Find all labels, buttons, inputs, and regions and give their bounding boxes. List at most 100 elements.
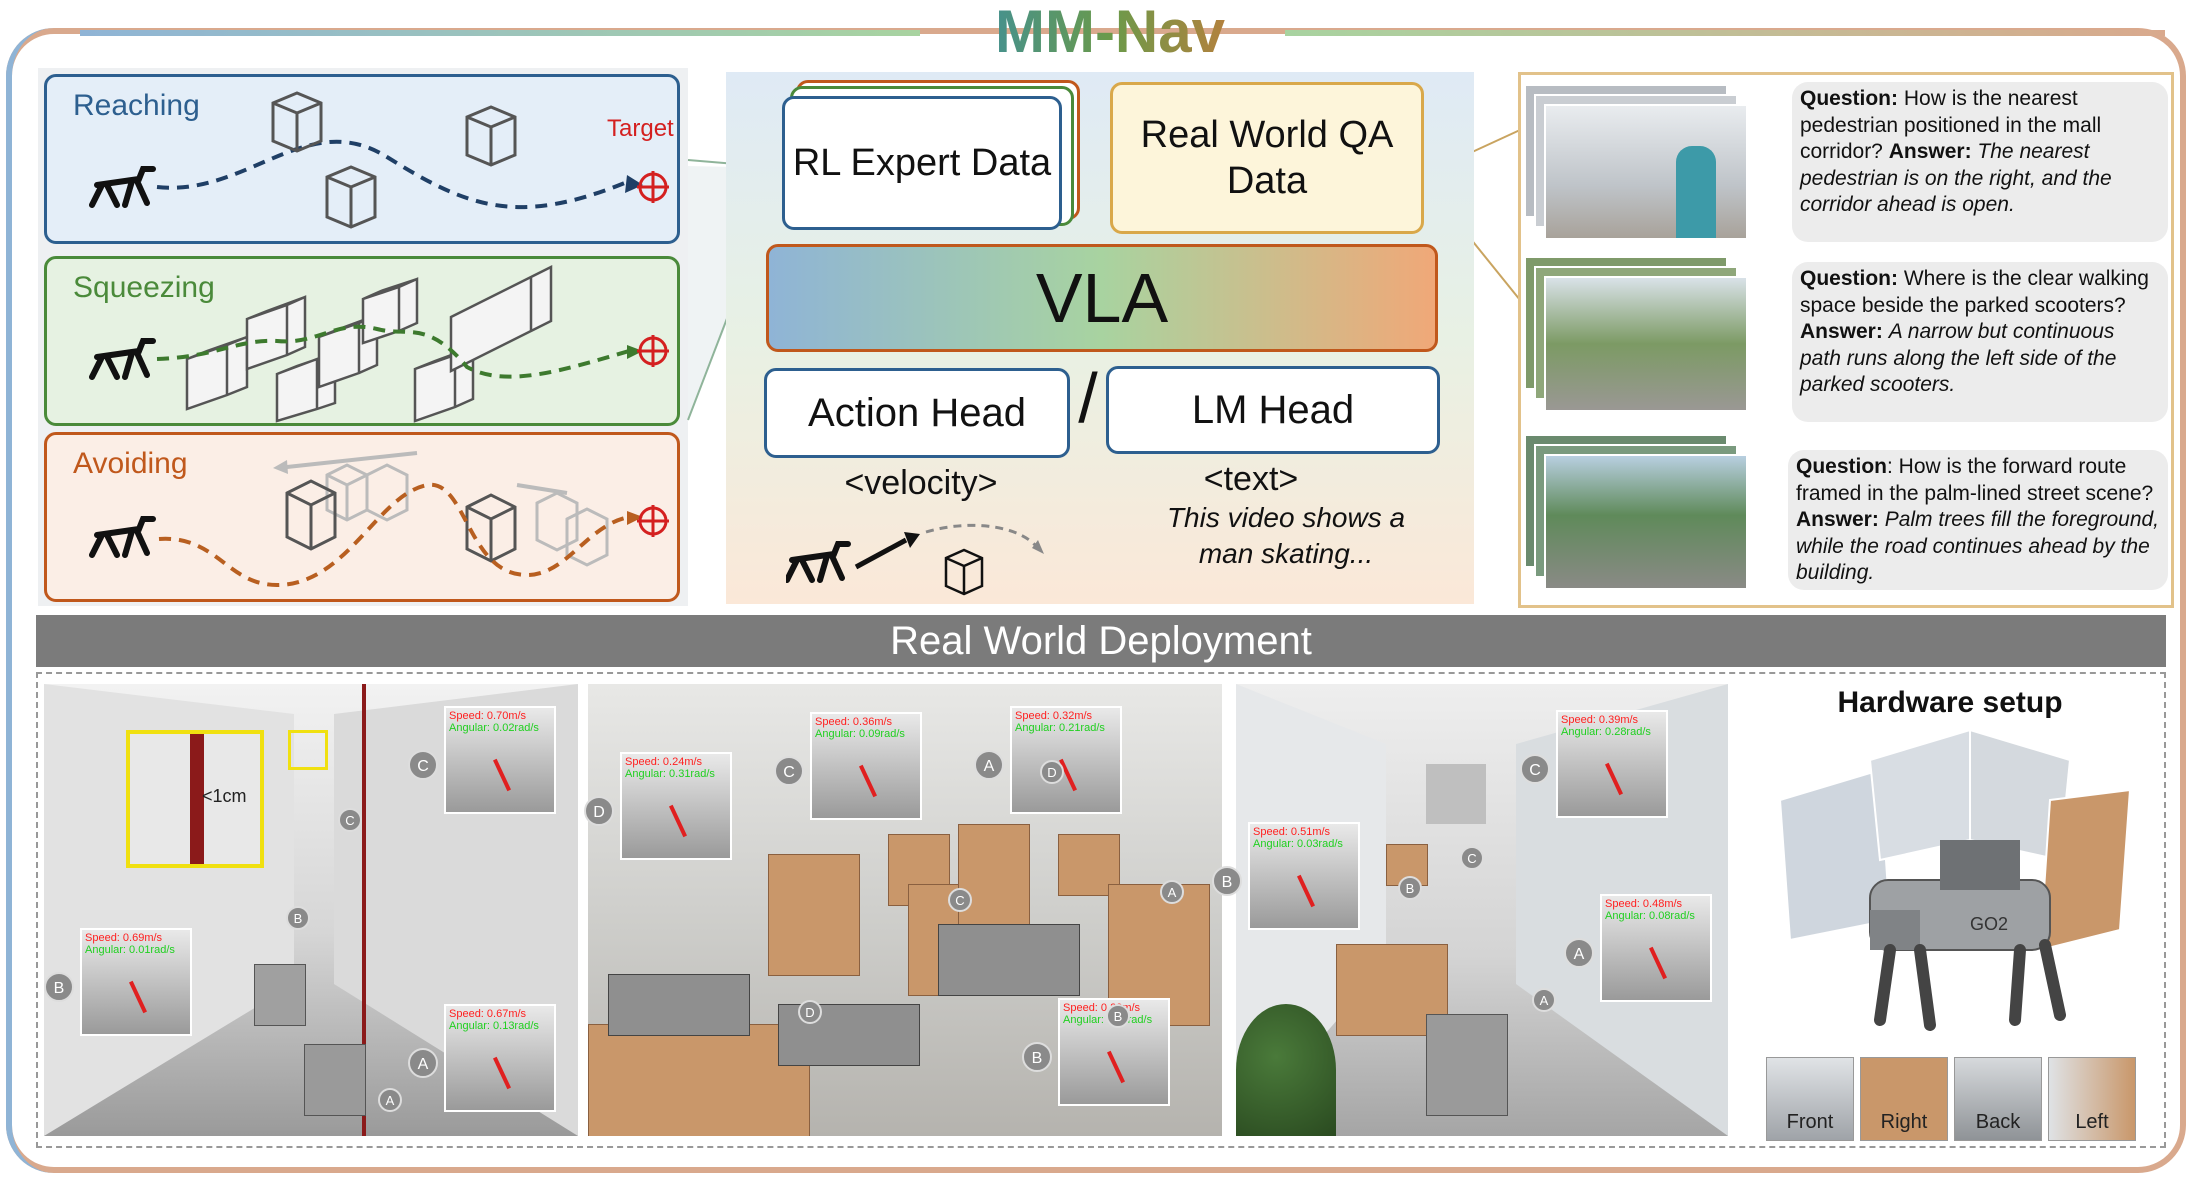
task-avoiding-box: Avoiding <box>44 432 680 602</box>
velocity-arrow-icon <box>854 537 908 570</box>
scene-marker: B <box>1398 876 1422 900</box>
head-separator: / <box>1078 359 1098 437</box>
inset-angular: Angular: 0.31rad/s <box>625 768 715 780</box>
squeezing-path <box>156 324 630 379</box>
scene-marker: B <box>286 906 310 930</box>
qa-item-1: Question: How is the nearest pedestrian … <box>1792 82 2168 242</box>
robot-dog-body: GO2 <box>1869 840 2066 1031</box>
heading-arrow-icon <box>859 764 877 798</box>
qa-question-label: Question: <box>1800 87 1898 110</box>
qa-answer: Palm trees fill the foreground, while th… <box>1796 508 2160 584</box>
scene-marker: C <box>338 808 362 832</box>
view-label-back: Back <box>1975 1111 2021 1133</box>
inset-angular: Angular: 0.28rad/s <box>1561 726 1651 738</box>
action-head-card: Action Head <box>764 368 1070 458</box>
rl-expert-data-card: RL Expert Data <box>782 96 1062 230</box>
scene-marker: C <box>948 888 972 912</box>
avoiding-illustration <box>89 451 669 588</box>
cube-icon <box>271 91 517 229</box>
target-crosshair-icon <box>637 335 669 367</box>
qa-question-label: Question: <box>1800 267 1898 290</box>
inset-speed: Speed: 0.48m/s <box>1605 898 1683 910</box>
outer-frame-left-edge <box>6 28 66 1173</box>
qa-question: : How is the forward route framed in the… <box>1796 455 2154 505</box>
gap-label: <1cm <box>202 786 247 806</box>
inset-angular: Angular: 0.02rad/s <box>449 722 539 734</box>
inset-angular: Angular: 0.03rad/s <box>1253 838 1343 850</box>
robot-dog <box>254 964 306 1026</box>
task-avoiding-label: Avoiding <box>73 447 188 480</box>
scene-marker: A <box>1532 988 1556 1012</box>
obstacle-motion-arrow <box>286 451 418 469</box>
title-rule-right <box>1285 30 2165 36</box>
inset-marker: B <box>1212 866 1242 896</box>
inset-marker: C <box>1520 754 1550 784</box>
qa-data-card: Real World QA Data <box>1110 82 1424 234</box>
caption-example: This video shows a man skating... <box>1166 502 1406 569</box>
heading-arrow-icon <box>1107 1050 1125 1084</box>
robot-dog-icon <box>786 541 851 583</box>
inset-angular: Angular: 0.21rad/s <box>1015 722 1105 734</box>
inset-speed: Speed: 0.51m/s <box>1253 826 1331 838</box>
qa-answer-label: Answer: <box>1796 508 1879 531</box>
lm-head-card: LM Head <box>1106 366 1440 454</box>
inset-speed: Speed: 0.39m/s <box>1561 714 1639 726</box>
avoiding-path <box>158 482 630 588</box>
heading-arrow-icon <box>493 758 511 792</box>
reaching-path <box>156 139 628 209</box>
robot-dog <box>304 1044 366 1116</box>
view-label-front: Front <box>1786 1111 1834 1133</box>
inset-marker: B <box>44 972 74 1002</box>
robot-dog <box>608 974 750 1036</box>
zoom-box: <1cm <box>126 730 264 868</box>
qa-frames-scooters <box>1524 256 1750 416</box>
vla-block: VLA <box>766 244 1438 352</box>
heading-arrow-icon <box>493 1056 511 1090</box>
qa-question: Where is the clear walking space beside … <box>1800 267 2149 317</box>
qa-question-label: Question <box>1796 455 1888 478</box>
qa-answer-label: Answer: <box>1800 320 1883 343</box>
camera-view-right <box>2038 788 2132 952</box>
qa-answer: A narrow but continuous path runs along … <box>1800 320 2117 396</box>
inset-speed: Speed: 0.36m/s <box>815 716 893 728</box>
cardboard-box <box>958 824 1030 926</box>
inset-marker: B <box>1022 1042 1052 1072</box>
robot-dog-icon <box>89 166 156 208</box>
cube-icon <box>285 479 517 563</box>
deployment-title: Real World Deployment <box>36 615 2166 667</box>
velocity-illustration <box>786 523 1044 596</box>
obstacle-boxes <box>185 264 553 423</box>
target-crosshair-icon <box>637 171 669 203</box>
inset-speed: Speed: 0.24m/s <box>625 756 703 768</box>
inset-angular: Angular: 0.08rad/s <box>1605 910 1695 922</box>
robot-dog <box>1426 1014 1508 1116</box>
inset-marker: D <box>584 796 614 826</box>
scene-marker: A <box>1160 880 1184 904</box>
reaching-illustration <box>89 91 669 229</box>
scene-marker: A <box>378 1088 402 1112</box>
inset-speed: Speed: 0.70m/s <box>449 710 527 722</box>
heading-arrow-icon <box>1297 874 1315 908</box>
heading-arrow-icon <box>669 804 687 838</box>
figure-title: MM-Nav <box>960 0 1260 64</box>
qa-answer: The nearest pedestrian is on the right, … <box>1800 140 2112 216</box>
task-reaching-label: Reaching <box>73 89 200 122</box>
task-squeezing-label: Squeezing <box>73 271 215 304</box>
inset-marker: A <box>974 750 1004 780</box>
text-token: <text> <box>1203 460 1299 498</box>
inset-angular: Angular: 0.13rad/s <box>449 1020 539 1032</box>
scene-marker: B <box>1106 1004 1130 1028</box>
robot-dog <box>938 924 1080 996</box>
inset-marker: A <box>1564 938 1594 968</box>
scene-marker: C <box>1460 846 1484 870</box>
qa-answer-label: Answer: <box>1888 140 1972 163</box>
predicted-path <box>925 523 1038 548</box>
